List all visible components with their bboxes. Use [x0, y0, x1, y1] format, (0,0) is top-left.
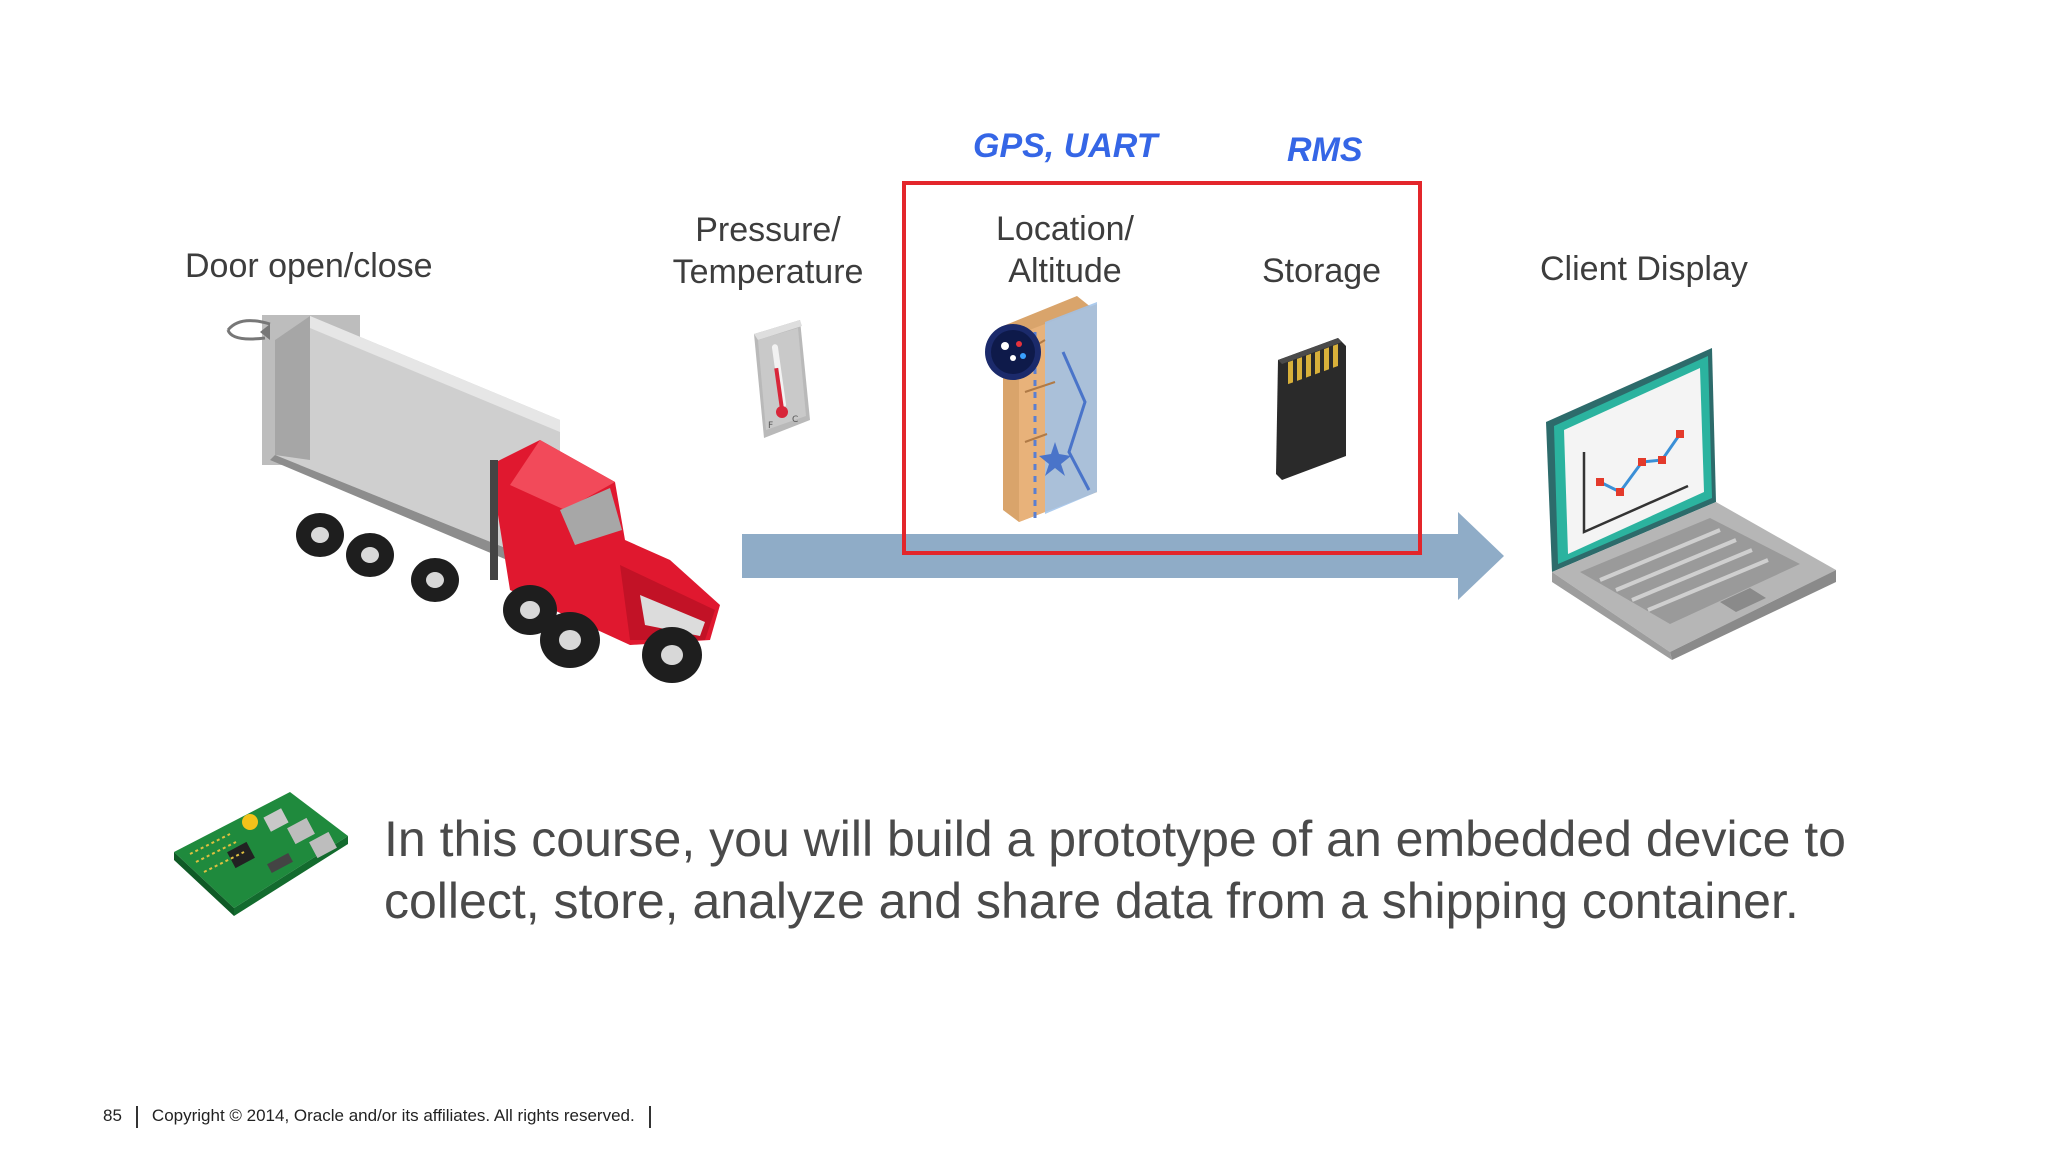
- thermometer-icon: F C: [754, 320, 810, 438]
- label-pressure-line1: Pressure/: [695, 211, 841, 249]
- footer: 85 Copyright © 2014, Oracle and/or its af…: [103, 1104, 665, 1128]
- page-number: 85: [103, 1106, 122, 1125]
- course-statement: In this course, you will build a prototy…: [384, 808, 1944, 932]
- tag-rms: RMS: [1287, 131, 1363, 169]
- footer-separator-end: [648, 1105, 651, 1128]
- statement-line2: collect, store, analyze and share data f…: [384, 873, 1799, 929]
- tag-gps-uart: GPS, UART: [973, 127, 1158, 165]
- label-storage: Storage: [1262, 252, 1382, 290]
- flow-arrow: [742, 512, 1504, 600]
- statement-line1: In this course, you will build a prototy…: [384, 811, 1846, 867]
- footer-separator: [135, 1105, 138, 1128]
- sd-card-icon: [1276, 338, 1346, 480]
- gps-map-icon: [985, 296, 1097, 522]
- svg-text:C: C: [792, 415, 798, 425]
- svg-text:F: F: [768, 421, 773, 431]
- label-location-line2: Altitude: [1008, 252, 1122, 290]
- label-door: Door open/close: [185, 247, 433, 285]
- laptop-chart-icon: [1546, 348, 1836, 660]
- truck-icon: [226, 315, 720, 683]
- circuit-board-icon: [174, 792, 348, 916]
- label-pressure-line2: Temperature: [672, 253, 864, 291]
- highlight-box: [902, 181, 1422, 555]
- label-pressure-temperature: Pressure/ Temperature: [668, 209, 868, 293]
- label-location-altitude: Location/ Altitude: [965, 208, 1165, 292]
- label-client-display: Client Display: [1540, 250, 1748, 288]
- label-location-line1: Location/: [996, 210, 1134, 248]
- copyright-text: Copyright © 2014, Oracle and/or its affi…: [151, 1106, 635, 1125]
